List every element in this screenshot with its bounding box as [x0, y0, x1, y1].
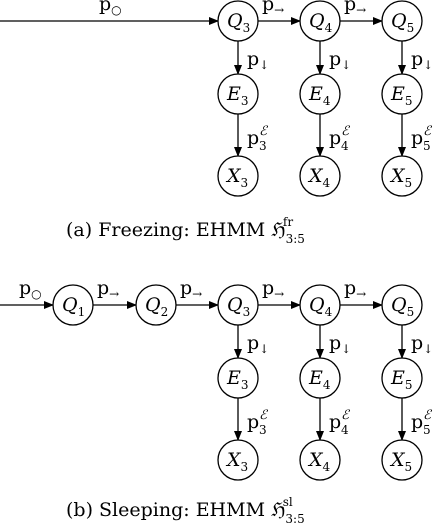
observation-node-x3-label: X3 [225, 449, 248, 474]
emission-node-e4-label: E4 [308, 83, 331, 108]
observation-node-x3-circle [217, 155, 259, 197]
state-node-q5-label: Q5 [391, 294, 414, 319]
observation-node-x3-label: X3 [225, 165, 248, 190]
emission-node-e3-label: E3 [226, 83, 249, 108]
state-node-q5-label: Q5 [391, 10, 414, 35]
observation-node-x4-label: X4 [307, 449, 331, 474]
state-node-q3-label: Q3 [227, 10, 250, 35]
observation-node-x4-label: X4 [307, 165, 331, 190]
emission-node-e3-label: E3 [226, 367, 249, 392]
observation-node-x5-circle [381, 439, 423, 481]
emission-node-e4-label: E4 [308, 367, 331, 392]
transition-prob-label: p→ [262, 277, 284, 301]
stop-prob-label: p↓ [411, 332, 433, 356]
observation-node-x5-circle [381, 155, 423, 197]
state-node-q3-label: Q3 [227, 294, 250, 319]
start-prob-label: p○ [99, 0, 122, 17]
observation-node-x5-label: X5 [389, 449, 412, 474]
stop-prob-label: p↓ [329, 48, 351, 72]
transition-prob-label: p→ [262, 0, 284, 17]
observation-node-x4-circle [299, 155, 341, 197]
caption-sleeping: (b) Sleeping: EHMM ℌ3:5sl [66, 495, 305, 524]
stop-prob-label: p↓ [247, 48, 269, 72]
transition-prob-label: p→ [344, 277, 366, 301]
transition-prob-label: p→ [180, 277, 202, 301]
start-prob-label: p○ [19, 277, 42, 301]
emission-node-e5-label: E5 [390, 367, 413, 392]
state-node-q4-label: Q4 [309, 10, 333, 35]
observation-node-x4-circle [299, 439, 341, 481]
stop-prob-label: p↓ [247, 332, 269, 356]
caption-freezing: (a) Freezing: EHMM ℌ3:5fr [66, 215, 305, 246]
transition-prob-label: p→ [97, 277, 119, 301]
observation-node-x3-circle [217, 439, 259, 481]
transition-prob-label: p→ [344, 0, 366, 17]
observation-node-x5-label: X5 [389, 165, 412, 190]
emission-node-e5-label: E5 [390, 83, 413, 108]
stop-prob-label: p↓ [411, 48, 433, 72]
state-node-q4-label: Q4 [309, 294, 333, 319]
state-node-q2-label: Q2 [145, 294, 168, 319]
state-node-q1-label: Q1 [62, 294, 85, 319]
stop-prob-label: p↓ [329, 332, 351, 356]
